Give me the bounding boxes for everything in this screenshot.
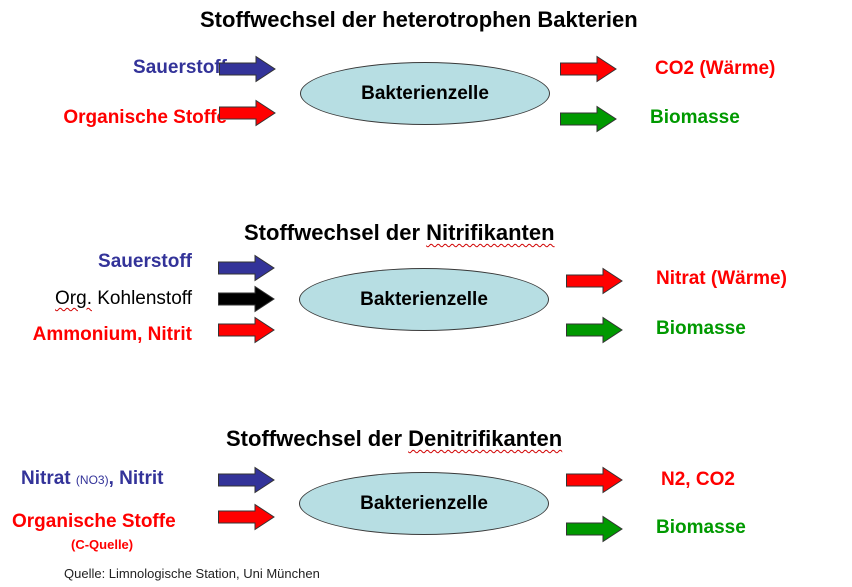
section-title: Stoffwechsel der Nitrifikanten [244, 220, 555, 246]
input-label-organic: Organische Stoffe [12, 511, 176, 532]
arrow-shape [566, 515, 623, 543]
arrow-shape [566, 316, 623, 344]
output-label-biomass: Biomasse [656, 517, 746, 538]
section-title-prefix: Stoffwechsel der [244, 220, 427, 245]
arrow-right-icon [219, 99, 276, 127]
arrow-right-icon [218, 285, 275, 313]
arrow-shape [218, 285, 275, 313]
bacteria-cell-label: Bakterienzelle [361, 82, 489, 104]
input-sublabel-c-source: (C-Quelle) [71, 537, 134, 552]
input-label-carbon-emph: Org. [55, 288, 92, 309]
input-label-nitrate-a: Nitrat [21, 468, 71, 489]
output-label-biomass: Biomasse [656, 318, 746, 339]
arrow-right-icon [219, 55, 276, 83]
arrow-shape [566, 267, 623, 295]
arrow-right-icon [566, 316, 623, 344]
bacteria-cell-label: Bakterienzelle [360, 492, 488, 514]
input-label-carbon: Org. Kohlenstoff [55, 288, 192, 310]
arrow-right-icon [218, 254, 275, 282]
output-label-nitrate: Nitrat (Wärme) [656, 268, 787, 289]
input-label-oxygen: Sauerstoff [98, 251, 192, 272]
bacteria-cell: Bakterienzelle [300, 62, 550, 125]
arrow-right-icon [560, 105, 617, 133]
arrow-shape [219, 99, 276, 127]
output-label-biomass: Biomasse [650, 107, 740, 128]
arrow-shape [218, 466, 275, 494]
arrow-right-icon [218, 466, 275, 494]
input-label-oxygen: Sauerstoff [133, 57, 227, 78]
output-label-n2-co2: N2, CO2 [661, 469, 735, 490]
output-label-co2: CO2 (Wärme) [655, 58, 776, 79]
bacteria-cell: Bakterienzelle [299, 268, 549, 331]
input-label-carbon-rest: Kohlenstoff [91, 288, 192, 309]
arrow-right-icon [566, 515, 623, 543]
bacteria-cell-label: Bakterienzelle [360, 288, 488, 310]
arrow-shape [560, 55, 617, 83]
section-title-prefix: Stoffwechsel der [226, 426, 409, 451]
section-title-emph: Denitrifikanten [408, 426, 563, 451]
arrow-shape [566, 466, 623, 494]
input-label-nitrate-formula: (NO3) [75, 473, 109, 487]
section-title: Stoffwechsel der heterotrophen Bakterien [200, 7, 638, 32]
arrow-shape [218, 503, 275, 531]
section-title-emph: Nitrifikanten [426, 220, 555, 245]
arrow-right-icon [560, 55, 617, 83]
arrow-shape [218, 254, 275, 282]
bacteria-cell: Bakterienzelle [299, 472, 549, 535]
input-label-nitrate-b: , Nitrit [108, 468, 164, 489]
section-title: Stoffwechsel der Denitrifikanten [226, 426, 562, 452]
input-label-nitrate: Nitrat (NO3), Nitrit [21, 468, 163, 490]
arrow-right-icon [566, 466, 623, 494]
arrow-right-icon [218, 503, 275, 531]
arrow-right-icon [566, 267, 623, 295]
arrow-shape [219, 55, 276, 83]
arrow-shape [218, 316, 275, 344]
arrow-shape [560, 105, 617, 133]
input-label-organic: Organische Stoffe [63, 107, 227, 128]
input-label-ammonium: Ammonium, Nitrit [32, 324, 192, 345]
source-note: Quelle: Limnologische Station, Uni Münch… [64, 566, 320, 581]
arrow-right-icon [218, 316, 275, 344]
